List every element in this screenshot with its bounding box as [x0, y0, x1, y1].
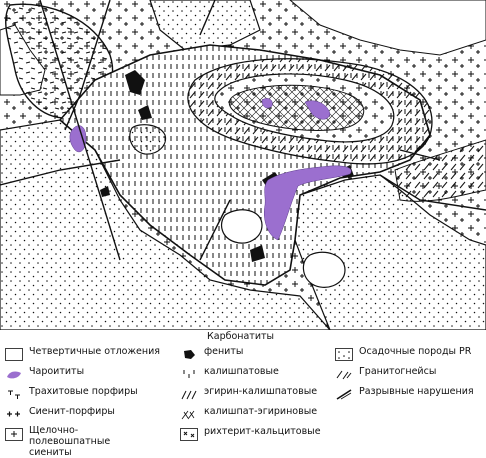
- legend-label-trachyte: Трахитовые порфиры: [29, 386, 138, 397]
- legend-swatch-faults: [335, 386, 353, 400]
- legend-label-syenite-porphyry: Сиенит-порфиры: [29, 406, 115, 417]
- legend-swatch-kalishpat-egirin: [180, 406, 198, 420]
- legend-swatch-charoitites: [5, 366, 23, 379]
- legend-swatch-quaternary: [5, 346, 23, 361]
- legend-label-egirin-kalishpat: эгирин-калишпатовые: [204, 386, 318, 397]
- legend-label-granite-gneiss: Гранитогнейсы: [359, 366, 437, 377]
- unit-quaternary-north: [289, 0, 486, 56]
- unit-kalishpat-egirin-inner: [228, 84, 365, 131]
- legend-carbonatites-title: Карбонатиты: [207, 331, 275, 342]
- legend-label-kalishpat: калишпатовые: [204, 366, 279, 377]
- unit-richterite-pod: [129, 124, 167, 155]
- legend-label-richterite: рихтерит-кальцитовые: [204, 426, 321, 437]
- legend-label-quaternary: Четвертичные отложения: [29, 346, 160, 357]
- unit-quaternary-island-center: [221, 209, 263, 244]
- legend-swatch-granite-gneiss: [335, 366, 353, 380]
- legend-swatch-trachyte: [5, 386, 23, 399]
- geological-map: [0, 0, 486, 330]
- legend-label-fenites: фениты: [204, 346, 244, 357]
- legend-swatch-egirin-kalishpat: [180, 386, 198, 400]
- legend-swatch-syenite-porphyry: [5, 406, 23, 419]
- charoitite-bodies: [69, 98, 352, 241]
- unit-quaternary-island-south: [302, 251, 346, 288]
- legend-label-charoitites: Чароититы: [29, 366, 85, 377]
- legend-swatch-fenites: [180, 346, 198, 359]
- legend-swatch-alkali-feldspar: [5, 426, 23, 441]
- fault-lines: [0, 0, 486, 261]
- legend-label-faults: Разрывные нарушения: [359, 386, 474, 397]
- unit-granite-gneiss-east: [394, 139, 486, 202]
- legend-label-sedimentary: Осадочные породы PR: [359, 346, 472, 357]
- legend-swatch-sedimentary: [335, 346, 353, 361]
- legend-label-kalishpat-egirin: калишпат-эгириновые: [204, 406, 318, 417]
- legend-label-alkali-feldspar: Щелочно-полевошпатные сиениты: [29, 425, 111, 458]
- legend-swatch-kalishpat: [180, 366, 198, 379]
- legend-swatch-richterite: [180, 426, 198, 441]
